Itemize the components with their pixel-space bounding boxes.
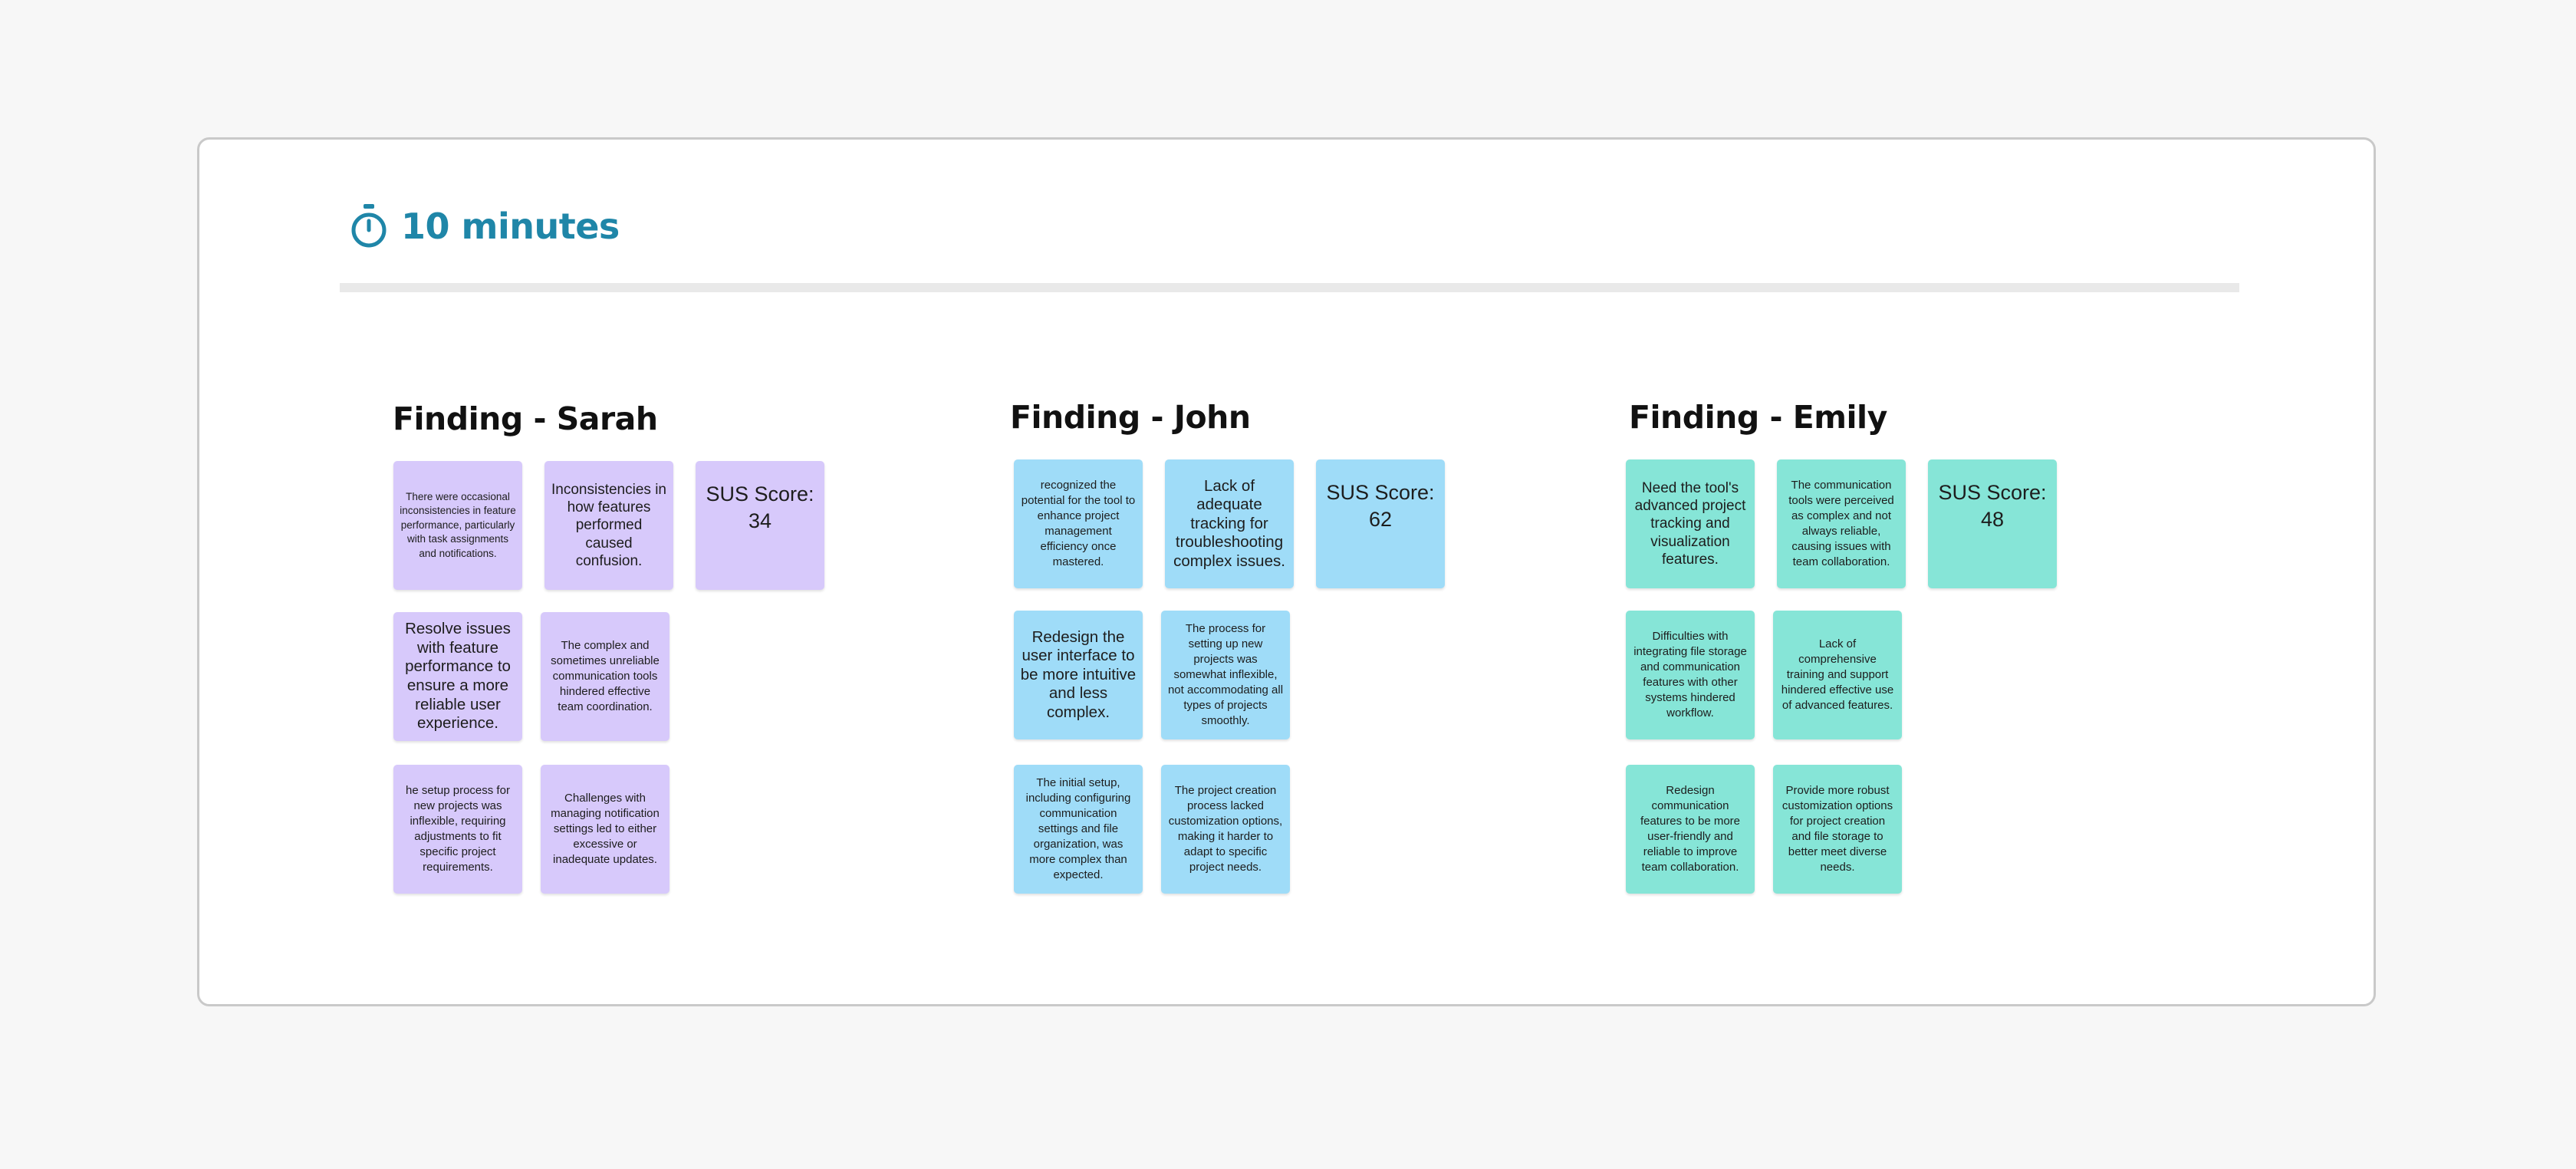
sticky-note[interactable]: The communication tools were perceived a… [1777,459,1906,588]
sticky-note[interactable]: recognized the potential for the tool to… [1014,459,1143,588]
sticky-note[interactable]: Lack of comprehensive training and suppo… [1773,611,1902,739]
sus-score-note[interactable]: SUS Score: 62 [1316,459,1445,588]
sticky-note[interactable]: There were occasional inconsistencies in… [393,461,522,590]
timer-label: 10 minutes [401,206,620,247]
sus-score-note[interactable]: SUS Score: 48 [1928,459,2057,588]
sticky-note[interactable]: he setup process for new projects was in… [393,765,522,894]
sticky-note[interactable]: The project creation process lacked cust… [1161,765,1290,894]
timer: 10 minutes [349,201,620,252]
stopwatch-icon [351,204,387,248]
sticky-note[interactable]: Challenges with managing notification se… [541,765,669,894]
sticky-note[interactable]: Need the tool's advanced project trackin… [1626,459,1755,588]
section-title-emily: Finding - Emily [1629,399,1887,436]
sticky-note[interactable]: Inconsistencies in how features performe… [544,461,673,590]
sticky-note[interactable]: Provide more robust customization option… [1773,765,1902,894]
section-title-john: Finding - John [1010,399,1251,436]
section-title-sarah: Finding - Sarah [393,400,658,437]
sticky-note[interactable]: Redesign the user interface to be more i… [1014,611,1143,739]
sticky-note[interactable]: The initial setup, including configuring… [1014,765,1143,894]
sticky-note[interactable]: Difficulties with integrating file stora… [1626,611,1755,739]
sus-score-note[interactable]: SUS Score: 34 [696,461,824,590]
sticky-note[interactable]: Lack of adequate tracking for troublesho… [1165,459,1294,588]
sticky-note[interactable]: The process for setting up new projects … [1161,611,1290,739]
sticky-note[interactable]: Resolve issues with feature performance … [393,612,522,741]
sticky-note[interactable]: The complex and sometimes unreliable com… [541,612,669,741]
sticky-note[interactable]: Redesign communication features to be mo… [1626,765,1755,894]
divider [340,283,2239,292]
